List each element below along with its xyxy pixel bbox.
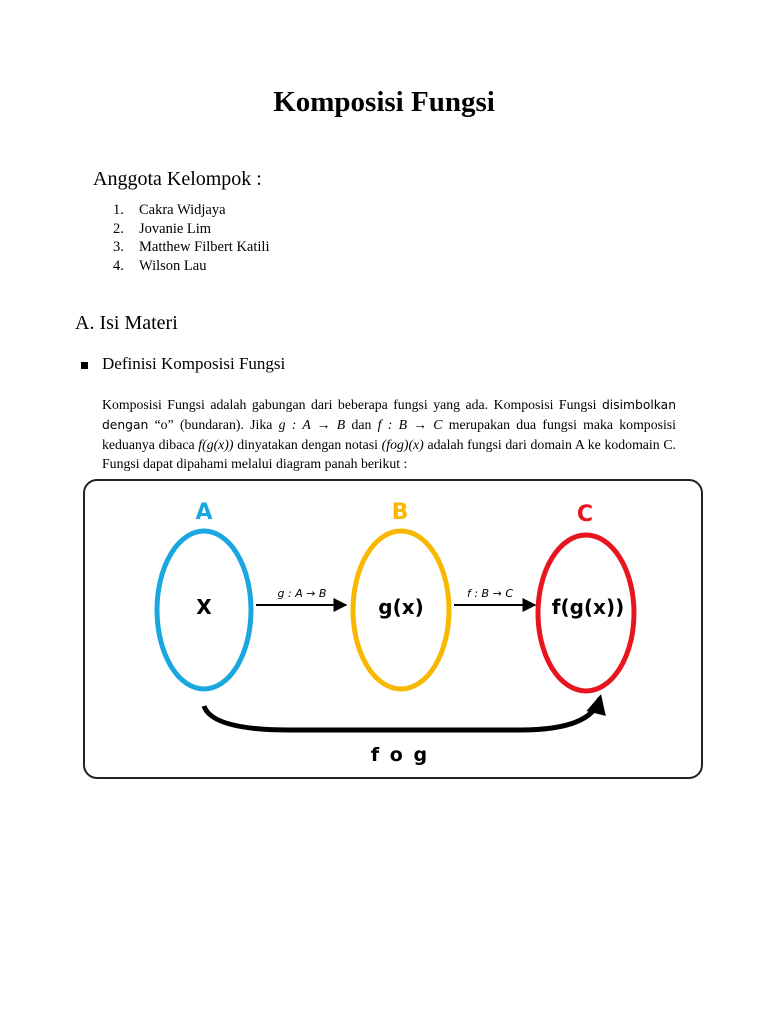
list-item-number: 3. xyxy=(113,239,124,255)
list-item: 4. Wilson Lau xyxy=(113,257,269,276)
set-a-element: X xyxy=(196,595,212,619)
page-title: Komposisi Fungsi xyxy=(273,86,495,118)
arrow-g-label: g : A → B xyxy=(278,587,327,600)
arrow-diagram-frame xyxy=(83,479,703,779)
list-item-number: 1. xyxy=(113,202,124,218)
set-a-label: A xyxy=(195,500,212,525)
list-item-number: 4. xyxy=(113,257,124,274)
list-item-number: 2. xyxy=(113,220,124,237)
arrow-f-label: f : B → C xyxy=(467,587,513,600)
list-item: 2. Jovanie Lim xyxy=(113,220,269,239)
set-b-ellipse xyxy=(350,528,452,692)
composition-arrow xyxy=(201,694,606,733)
list-item: 3. Matthew Filbert Katili xyxy=(113,238,269,257)
set-c-ellipse xyxy=(535,532,637,694)
definition-paragraph: Komposisi Fungsi adalah gabungan dari be… xyxy=(102,397,677,471)
list-item-name: Jovanie Lim xyxy=(139,220,212,237)
set-c-element: f(g(x)) xyxy=(552,595,624,619)
set-b-element: g(x) xyxy=(378,595,424,619)
list-item-name: Cakra Widjaya xyxy=(139,202,226,218)
bullet-square-icon xyxy=(81,362,88,369)
composition-label: f o g xyxy=(371,744,429,766)
section-heading: A. Isi Materi xyxy=(75,312,178,334)
members-list: 1. Cakra Widjaya 2. Jovanie Lim 3. Matthew … xyxy=(113,201,269,275)
members-heading: Anggota Kelompok : xyxy=(93,168,262,190)
set-b-label: B xyxy=(392,500,409,525)
set-c-label: C xyxy=(577,502,593,527)
list-item-name: Matthew Filbert Katili xyxy=(139,239,270,255)
subheading: Definisi Komposisi Fungsi xyxy=(102,354,286,373)
list-item-name: Wilson Lau xyxy=(139,257,207,274)
list-item: 1. Cakra Widjaya xyxy=(113,201,269,220)
set-a-ellipse xyxy=(154,528,254,692)
